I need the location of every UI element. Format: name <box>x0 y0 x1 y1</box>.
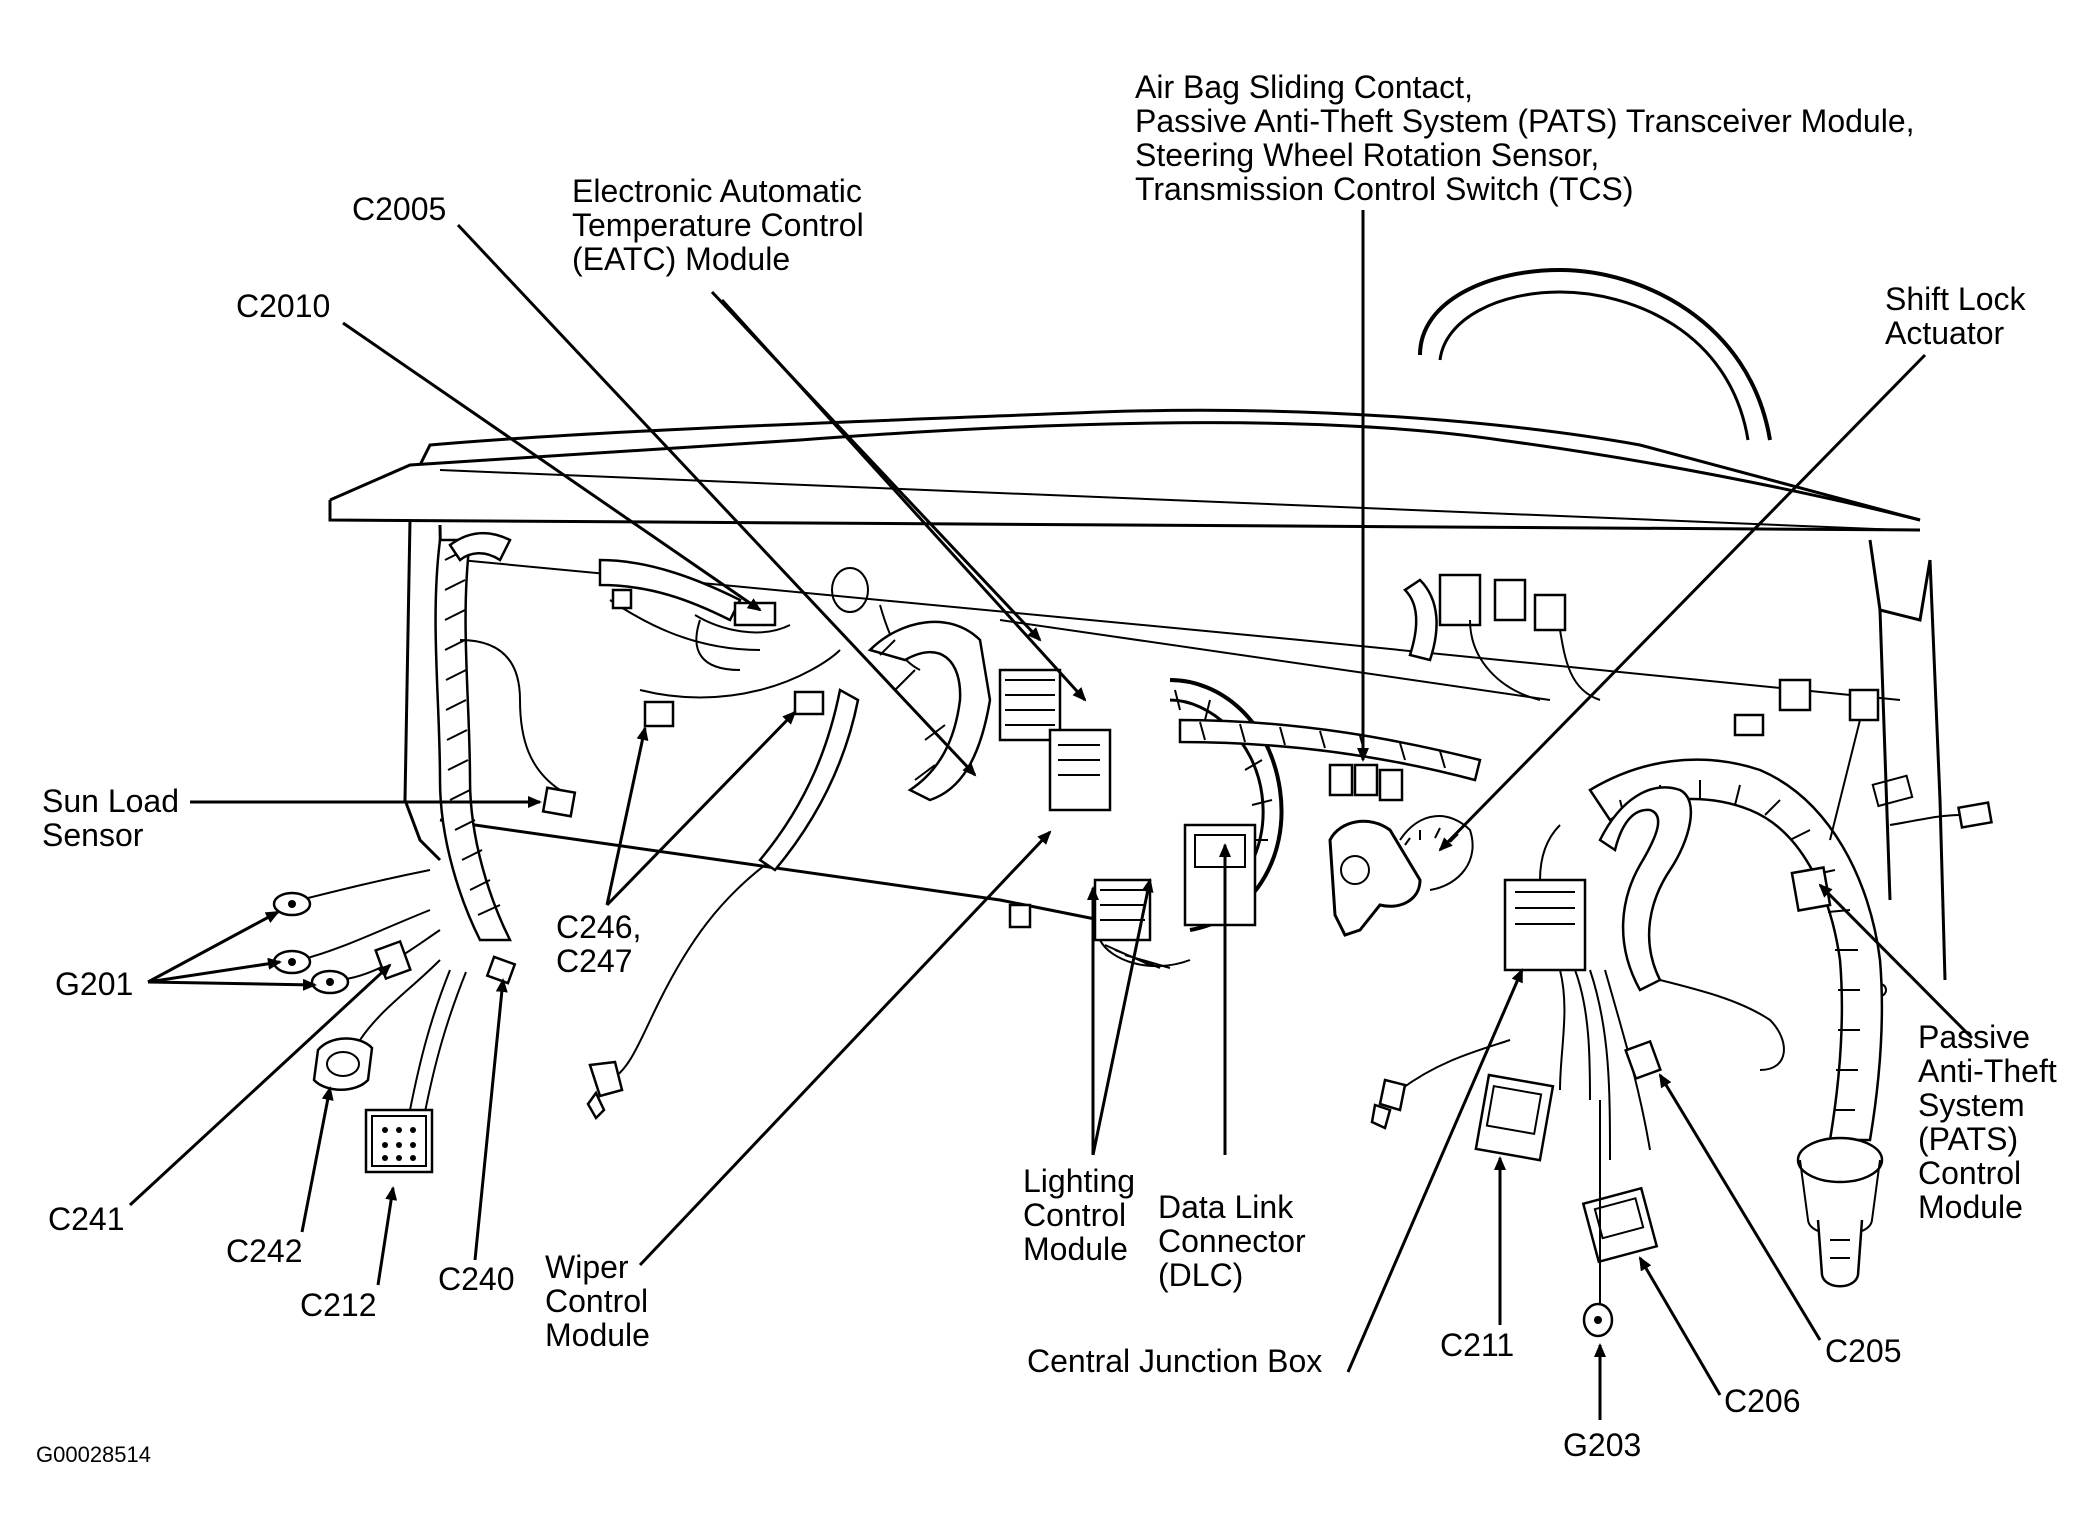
label-lighting-line-3: Module <box>1023 1231 1128 1267</box>
label-wiper-line-2: Control <box>545 1283 648 1319</box>
label-c241: C241 <box>48 1201 125 1237</box>
label-dlc-line-2: Connector <box>1158 1223 1306 1259</box>
label-central-junction-box: Central Junction Box <box>1027 1343 1322 1379</box>
label-eatc-line-2: Temperature Control <box>572 207 864 243</box>
leader-lines <box>128 210 1974 1420</box>
label-sun-load-line-1: Sun Load <box>42 783 179 819</box>
label-c247: C247 <box>556 943 633 979</box>
label-c2010: C2010 <box>236 288 330 324</box>
label-pats-line-6: Module <box>1918 1189 2023 1225</box>
label-pats-line-3: System <box>1918 1087 2025 1123</box>
label-eatc-line-3: (EATC) Module <box>572 241 790 277</box>
label-wiper-line-3: Module <box>545 1317 650 1353</box>
label-c242: C242 <box>226 1233 303 1269</box>
label-sun-load-line-2: Sensor <box>42 817 144 853</box>
label-lighting-line-1: Lighting <box>1023 1163 1135 1199</box>
label-c246: C246, <box>556 909 641 945</box>
label-pats-line-1: Passive <box>1918 1019 2030 1055</box>
label-c211: C211 <box>1440 1327 1514 1363</box>
label-dlc-line-3: (DLC) <box>1158 1257 1243 1293</box>
label-pats-line-4: (PATS) <box>1918 1121 2018 1157</box>
label-eatc-line-1: Electronic Automatic <box>572 173 862 209</box>
label-lighting-line-2: Control <box>1023 1197 1126 1233</box>
label-c212: C212 <box>300 1287 377 1323</box>
label-air-bag-line-2: Passive Anti-Theft System (PATS) Transce… <box>1135 103 1915 139</box>
figure-id: G00028514 <box>36 1442 151 1467</box>
label-shift-lock-line-2: Actuator <box>1885 315 2005 351</box>
label-dlc-line-1: Data Link <box>1158 1189 1294 1225</box>
label-wiper-line-1: Wiper <box>545 1249 629 1285</box>
label-c240: C240 <box>438 1261 515 1297</box>
label-shift-lock-line-1: Shift Lock <box>1885 281 2027 317</box>
labels: Air Bag Sliding Contact, Passive Anti-Th… <box>36 69 2057 1467</box>
label-air-bag-line-4: Transmission Control Switch (TCS) <box>1135 171 1633 207</box>
label-c205: C205 <box>1825 1333 1902 1369</box>
label-pats-line-5: Control <box>1918 1155 2021 1191</box>
label-pats-line-2: Anti-Theft <box>1918 1053 2057 1089</box>
label-c2005: C2005 <box>352 191 446 227</box>
instrument-panel-drawing <box>272 267 1993 1338</box>
label-air-bag-line-3: Steering Wheel Rotation Sensor, <box>1135 137 1599 173</box>
label-g201: G201 <box>55 966 133 1002</box>
label-air-bag-line-1: Air Bag Sliding Contact, <box>1135 69 1473 105</box>
label-g203: G203 <box>1563 1427 1641 1463</box>
label-c206: C206 <box>1724 1383 1801 1419</box>
